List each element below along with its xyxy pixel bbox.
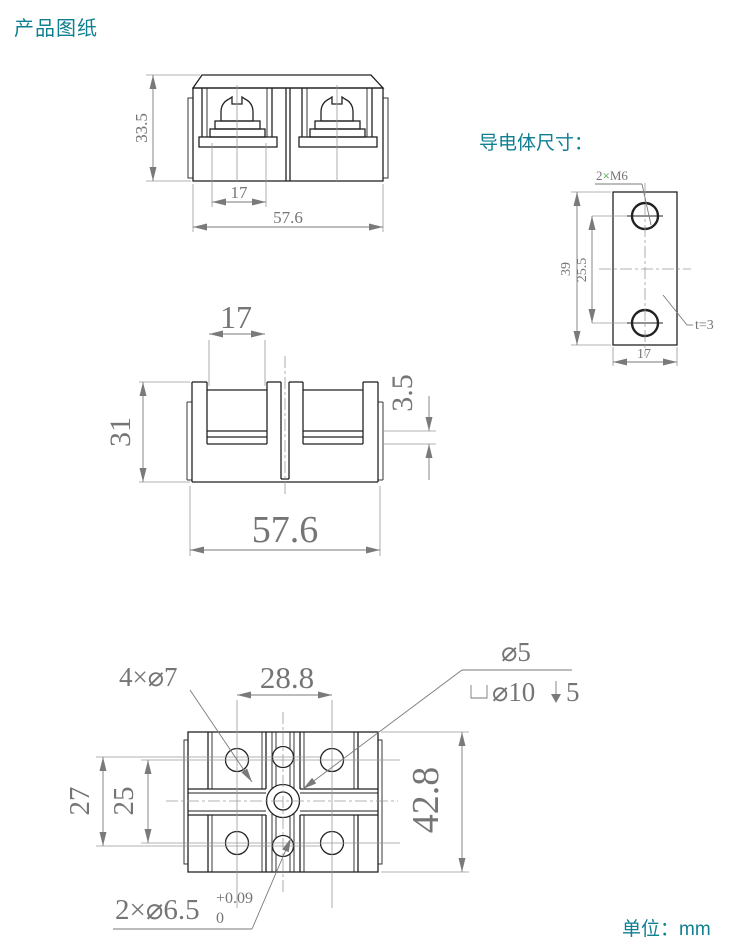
depth-icon <box>551 681 561 703</box>
conductor-dim-width: 17 <box>612 347 678 366</box>
top-center-hole-text: ⌀5 <box>501 637 531 667</box>
top-dim-outer-v: 27 <box>64 757 107 846</box>
conductor-thickness-callout: t=3 <box>662 294 714 333</box>
conductor-dim-hole-spacing: 25.5 <box>575 215 627 324</box>
front-dim-height-text: 33.5 <box>132 113 151 143</box>
top-corner-holes-text: 4×⌀7 <box>119 662 177 692</box>
top-dim-outer-v-text: 27 <box>64 787 96 816</box>
top-dim-inner-v-text: 25 <box>108 787 140 816</box>
front-dim-window-width: 17 <box>211 143 267 207</box>
unit-label: 单位：mm <box>622 919 711 940</box>
front-left-tab <box>187 97 194 179</box>
top-dim-hole-spacing-h: 28.8 <box>237 660 332 699</box>
conductor-dim-height: 39 <box>559 191 611 346</box>
top-slot-holes-tol-upper: +0.09 <box>216 890 253 907</box>
top-view: 28.8 27 25 42.8 4×⌀7 <box>64 637 580 930</box>
thread-callout-text: 2×M6 <box>596 168 628 183</box>
front-top-chamfer <box>191 74 385 89</box>
front-body <box>192 87 384 182</box>
front-dim-overall-width: 57.6 <box>192 184 384 232</box>
side-dim-window-width-text: 17 <box>220 299 252 335</box>
front-right-tab <box>382 97 389 179</box>
conductor-dim-hole-spacing-text: 25.5 <box>575 258 590 283</box>
front-right-terminal-window <box>298 88 378 148</box>
top-slot-holes-tol-lower: 0 <box>216 910 224 927</box>
side-dim-height-text: 31 <box>104 417 137 447</box>
front-dim-height: 33.5 <box>132 74 200 182</box>
top-center-hole-callout: ⌀5 ⌀10 5 <box>302 637 580 790</box>
counterbore-icon <box>470 685 488 699</box>
top-dim-hole-spacing-h-text: 28.8 <box>260 660 314 695</box>
top-dim-height-text: 42.8 <box>405 767 447 834</box>
top-dim-inner-v: 25 <box>108 760 152 843</box>
conductor-thickness-text: t=3 <box>695 318 714 333</box>
top-slot-holes-callout: 2×⌀6.5 +0.09 0 <box>113 837 292 930</box>
front-dim-window-width-text: 17 <box>231 183 249 202</box>
front-right-screw <box>309 95 366 138</box>
side-dim-window-width: 17 <box>208 299 266 386</box>
front-left-screw <box>209 95 266 138</box>
front-view: 33.5 17 57.6 <box>132 74 389 232</box>
side-body <box>186 381 384 483</box>
side-dim-strip-text: 3.5 <box>386 374 419 412</box>
conductor-view: 2×M6 39 25.5 1 <box>559 168 714 366</box>
top-dim-height: 42.8 <box>381 731 469 873</box>
conductor-dim-height-text: 39 <box>559 262 574 276</box>
side-view: 17 31 3.5 57.6 <box>104 299 436 556</box>
side-dim-height: 31 <box>104 381 190 483</box>
top-counterbore-depth-text: 5 <box>566 677 580 707</box>
side-dim-strip: 3.5 <box>382 374 436 480</box>
conductor-thread-callout: 2×M6 <box>595 168 652 226</box>
conductor-section-label: 导电体尺寸： <box>479 133 594 154</box>
conductor-dim-width-text: 17 <box>637 347 651 362</box>
page-title: 产品图纸 <box>14 18 98 40</box>
side-dim-overall-width: 57.6 <box>189 486 381 556</box>
side-dim-overall-width-text: 57.6 <box>252 509 319 551</box>
front-dim-overall-width-text: 57.6 <box>273 208 303 227</box>
top-slot-holes-text: 2×⌀6.5 <box>115 894 200 926</box>
front-left-terminal-window <box>198 88 278 148</box>
top-counterbore-text: ⌀10 <box>492 677 535 707</box>
top-corner-holes-callout: 4×⌀7 <box>119 662 253 783</box>
